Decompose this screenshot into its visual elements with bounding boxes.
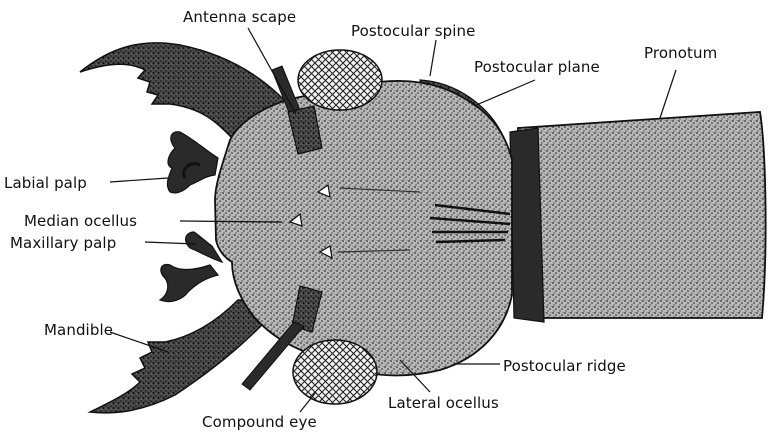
label-pronotum: Pronotum xyxy=(644,44,717,62)
label-lateral-ocellus: Lateral ocellus xyxy=(388,394,499,412)
label-maxillary-palp: Maxillary palp xyxy=(10,234,116,252)
pronotum-shape xyxy=(518,112,766,318)
label-compound-eye: Compound eye xyxy=(202,413,317,431)
neck-band xyxy=(510,128,544,322)
label-postocular-plane: Postocular plane xyxy=(474,58,600,76)
label-postocular-spine: Postocular spine xyxy=(351,22,475,40)
label-antenna-scape: Antenna scape xyxy=(183,8,296,26)
label-median-ocellus: Median ocellus xyxy=(24,212,137,230)
upper-compound-eye xyxy=(298,50,382,110)
label-mandible: Mandible xyxy=(44,321,113,339)
label-postocular-ridge: Postocular ridge xyxy=(503,357,626,375)
lower-compound-eye xyxy=(293,340,377,404)
head-capsule xyxy=(215,81,512,375)
label-labial-palp: Labial palp xyxy=(4,174,87,192)
